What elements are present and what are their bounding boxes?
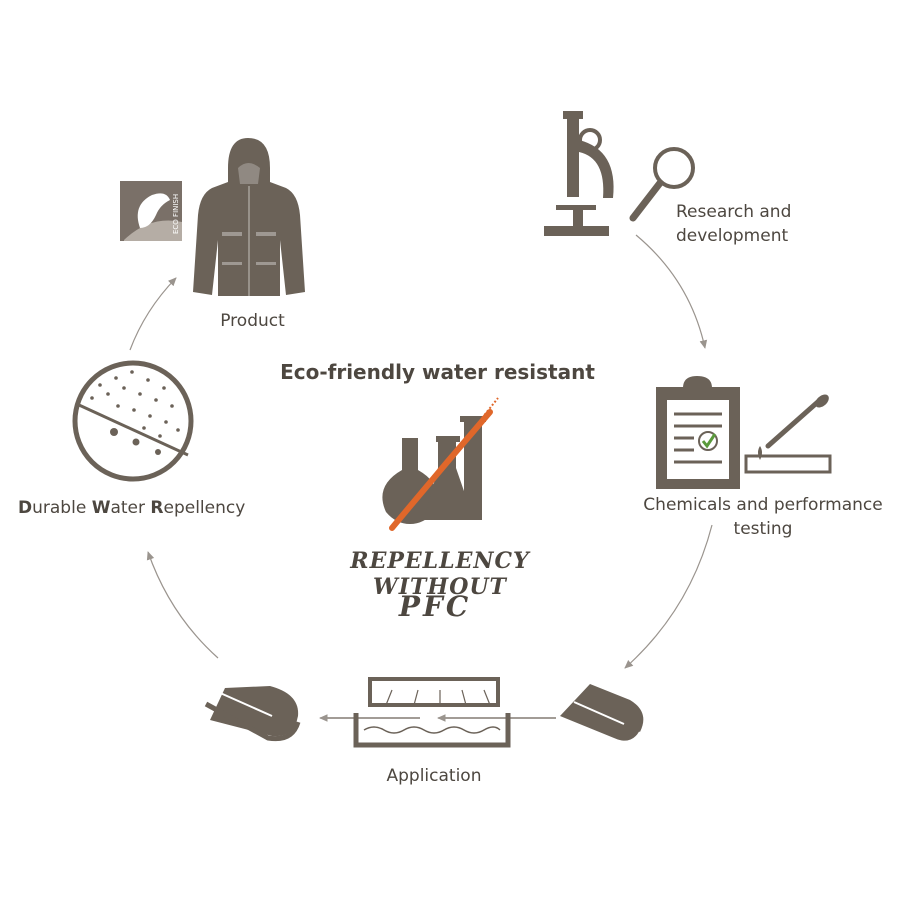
dwr-letter-w: W bbox=[91, 498, 111, 518]
magnifier-icon bbox=[629, 147, 695, 222]
dwr-label: Durable Water Repellency bbox=[18, 496, 258, 520]
badge-text: ECO FINISH bbox=[172, 194, 180, 234]
chemicals-label-line1: Chemicals and performance bbox=[643, 495, 883, 515]
dwr-letter-r: R bbox=[150, 498, 164, 518]
research-label: Research and development bbox=[676, 200, 876, 248]
arrow-application-to-dwr bbox=[146, 551, 219, 659]
jacket-icon bbox=[193, 138, 305, 296]
dwr-text-d: urable bbox=[32, 498, 92, 518]
product-label: Product bbox=[220, 311, 285, 331]
flasks-icon bbox=[382, 416, 486, 524]
check-icon bbox=[701, 433, 717, 449]
diagram-title: Eco-friendly water resistant bbox=[280, 360, 595, 384]
eco-finish-badge-icon: ECO FINISH bbox=[120, 181, 182, 241]
clipboard-icon bbox=[656, 376, 740, 489]
fabric-roll-right-icon bbox=[555, 684, 644, 743]
chemicals-label: Chemicals and performance testing bbox=[632, 493, 894, 541]
slogan-line1: REPELLENCY WITHOUT bbox=[350, 548, 530, 600]
chemicals-label-line2: testing bbox=[733, 519, 793, 539]
fabric-roll-left-icon bbox=[204, 686, 301, 742]
strike-through-icon bbox=[389, 397, 499, 531]
dwr-text-r: epellency bbox=[163, 498, 246, 518]
arrow-research-to-chemicals bbox=[635, 234, 708, 349]
cycle-arrows bbox=[129, 234, 713, 669]
water-repellency-icon bbox=[72, 360, 194, 482]
research-label-line1: Research and bbox=[676, 202, 792, 222]
arrow-dwr-to-product bbox=[129, 277, 177, 351]
arrow-chemicals-to-application bbox=[624, 524, 713, 669]
dwr-letter-d: D bbox=[18, 498, 33, 518]
dwr-text-w: ater bbox=[110, 498, 151, 518]
research-label-line2: development bbox=[676, 226, 789, 246]
pipette-icon bbox=[744, 394, 832, 474]
application-label: Application bbox=[386, 766, 482, 786]
slogan-line2: PFC bbox=[398, 590, 472, 623]
dip-bath-icon bbox=[319, 677, 556, 748]
microscope-icon bbox=[544, 111, 614, 236]
